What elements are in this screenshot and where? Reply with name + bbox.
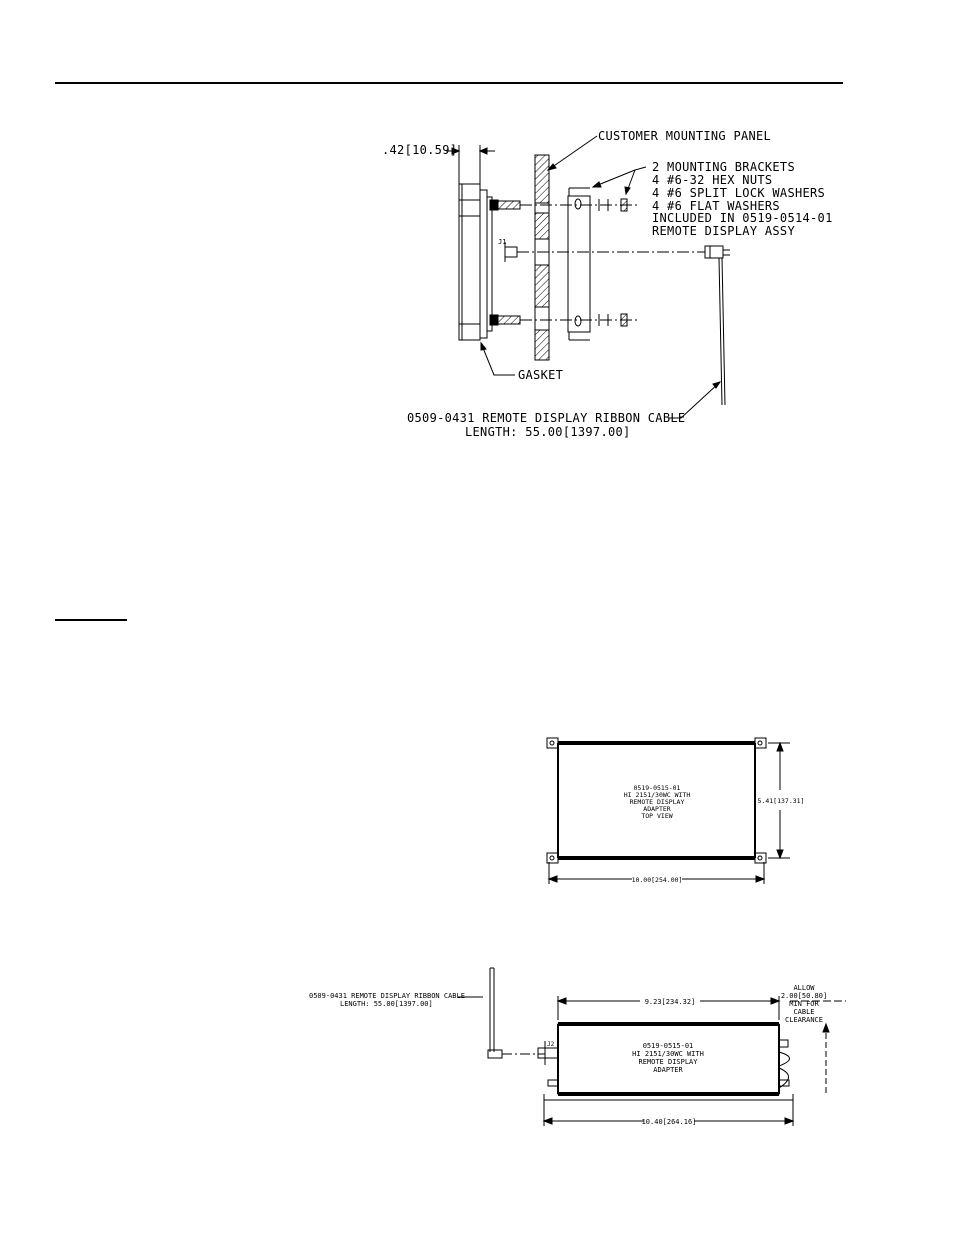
top-view-line-5: TOP VIEW — [641, 812, 672, 820]
side-cable-label-1: 0509-0431 REMOTE DISPLAY RIBBON CABLE — [309, 992, 465, 1000]
top-view-line-3: REMOTE DISPLAY — [630, 798, 685, 806]
side-view-line-4: ADAPTER — [653, 1066, 683, 1074]
figure-top-view — [546, 737, 790, 884]
j2-connector — [537, 1047, 559, 1059]
gasket — [479, 189, 488, 339]
hardware-line-1: 2 MOUNTING BRACKETS — [652, 160, 795, 174]
figure-side-view — [458, 967, 846, 1126]
width-dimension: 10.00[254.00] — [632, 876, 683, 884]
bottom-dimension: 10.40[264.16] — [642, 1118, 697, 1126]
top-view-line-1: 0519-0515-01 — [634, 784, 681, 792]
section-heading-underline — [55, 619, 127, 621]
hardware-line-4: 4 #6 FLAT WASHERS — [652, 199, 780, 213]
j2-label: J2 — [547, 1041, 555, 1048]
side-view-line-1: 0519-0515-01 — [643, 1042, 694, 1050]
j1-connector — [504, 246, 518, 258]
side-cable-label-2: LENGTH: 55.00[1397.00] — [340, 1000, 433, 1008]
top-view-line-2: HI 2151/30WC WITH — [624, 791, 691, 799]
cable-label-line-1: 0509-0431 REMOTE DISPLAY RIBBON CABLE — [407, 411, 685, 425]
hardware-line-2: 4 #6-32 HEX NUTS — [652, 173, 772, 187]
panel-label: CUSTOMER MOUNTING PANEL — [598, 129, 771, 143]
allow-line-1: ALLOW — [793, 984, 815, 992]
allow-line-5: CLEARANCE — [785, 1016, 823, 1024]
j1-label: J1 — [498, 238, 506, 246]
header-rule — [55, 82, 843, 84]
figure2-labels: 0519-0515-01 HI 2151/30WC WITH REMOTE DI… — [624, 784, 805, 884]
figure3-labels: 0509-0431 REMOTE DISPLAY RIBBON CABLE LE… — [309, 984, 827, 1126]
figure1-labels: .42[10.59] CUSTOMER MOUNTING PANEL 2 MOU… — [382, 129, 833, 439]
hardware-line-5: INCLUDED IN 0519-0514-01 — [652, 211, 833, 225]
figure-remote-display-mounting — [446, 135, 730, 419]
allow-line-2: 2.00[50.80] — [781, 992, 827, 1000]
allow-line-4: CABLE — [793, 1008, 814, 1016]
side-view-line-2: HI 2151/30WC WITH — [632, 1050, 704, 1058]
allow-line-3: MIN FOR — [789, 1000, 819, 1008]
mounting-bracket — [567, 187, 591, 341]
top-view-line-4: ADAPTER — [643, 805, 670, 813]
mounting-screw-top — [489, 199, 521, 211]
side-view-line-3: REMOTE DISPLAY — [638, 1058, 698, 1066]
hardware-line-6: REMOTE DISPLAY ASSY — [652, 224, 795, 238]
top-dimension: 9.23[234.32] — [645, 998, 696, 1006]
cable-label-line-2: LENGTH: 55.00[1397.00] — [465, 425, 631, 439]
gasket-label: GASKET — [518, 368, 563, 382]
cable-plug — [704, 245, 724, 259]
height-dimension: 5.41[137.31] — [758, 797, 805, 805]
depth-dimension: .42[10.59] — [382, 143, 457, 157]
mounting-screw-bottom — [489, 314, 521, 326]
hardware-line-3: 4 #6 SPLIT LOCK WASHERS — [652, 186, 825, 200]
